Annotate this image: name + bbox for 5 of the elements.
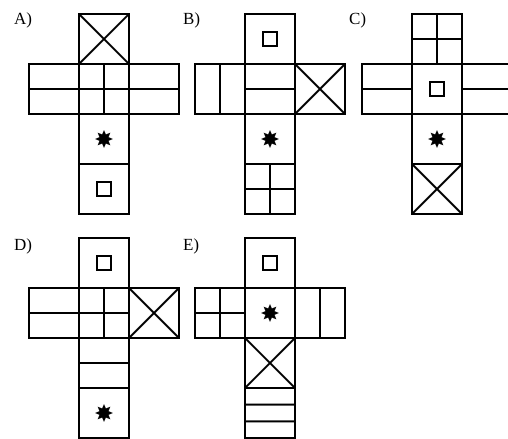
option-letter: D) — [14, 236, 32, 253]
option-letter: E) — [183, 236, 200, 253]
option-letter: A) — [14, 10, 32, 27]
option-letter: C) — [349, 10, 366, 27]
option-letter: B) — [183, 10, 200, 27]
